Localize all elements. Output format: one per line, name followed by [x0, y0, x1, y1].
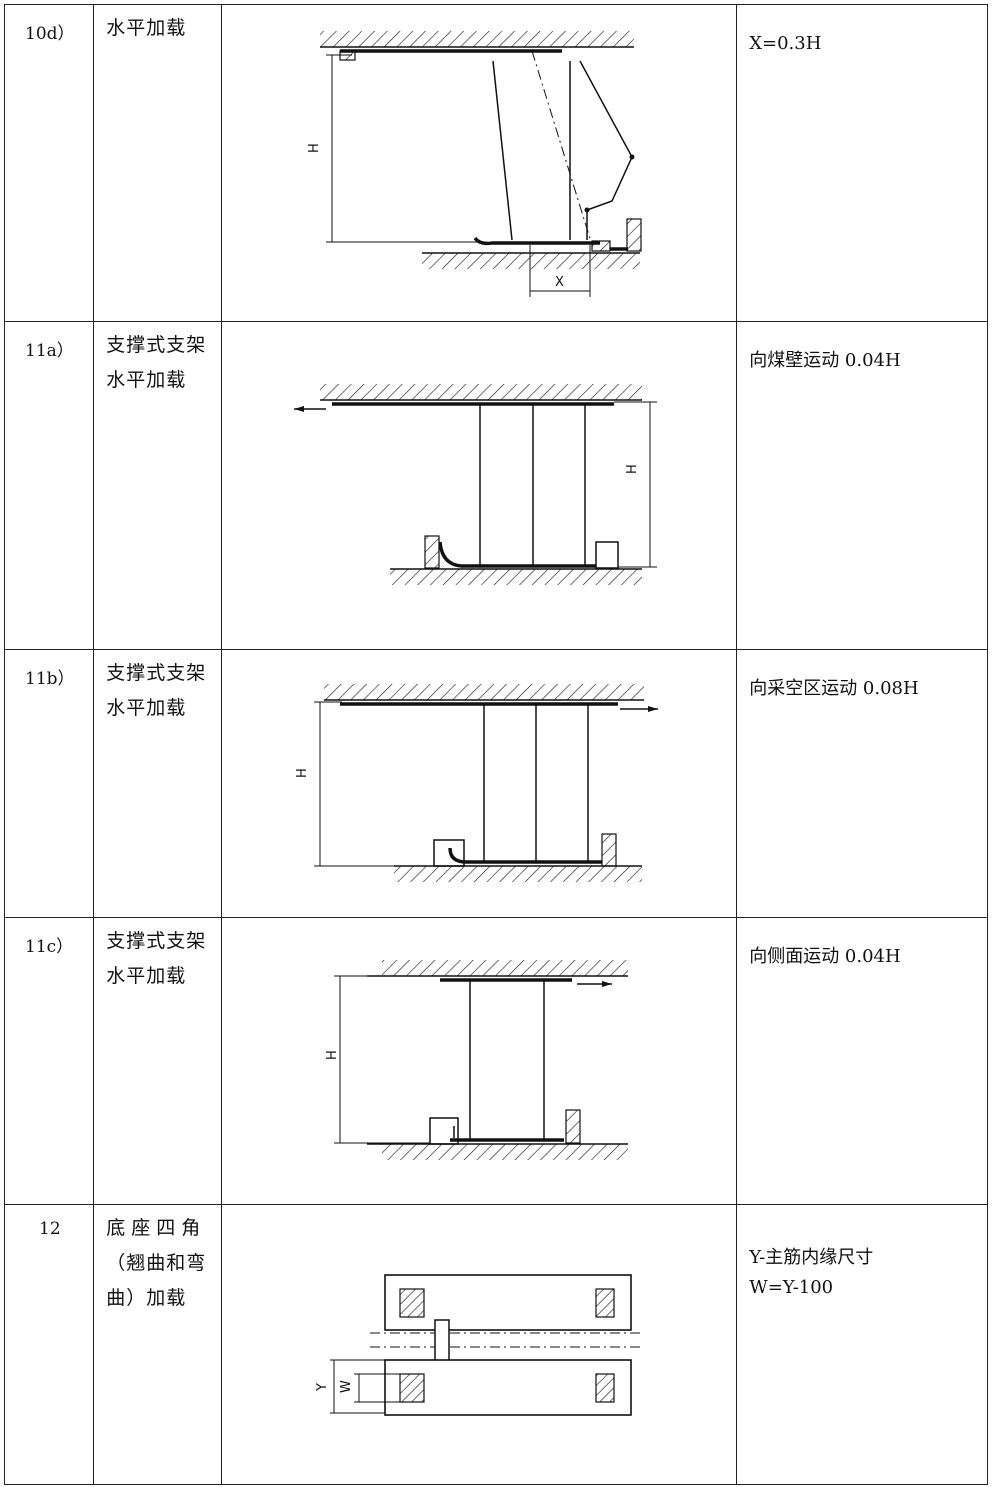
- row-number: 12: [39, 1219, 61, 1239]
- table-row: 10d） 水平加载: [3, 4, 988, 322]
- figure-cell: H: [220, 649, 738, 918]
- row-description: 底座四角 （翘曲和弯曲）加载: [94, 1205, 220, 1316]
- row-number-cell: 10d）: [3, 4, 95, 322]
- corner-pad: [399, 1373, 425, 1403]
- base: [437, 541, 602, 568]
- shield-linkage: [578, 60, 633, 240]
- note-line: 向采空区运动 0.08H: [749, 678, 919, 699]
- table-row: 12 底座四角 （翘曲和弯曲）加载: [3, 1204, 988, 1485]
- row-number: 11c）: [25, 937, 74, 957]
- note-line: 向煤壁运动 0.04H: [749, 350, 901, 371]
- height-label: H: [307, 143, 322, 153]
- row-description: 水平加载: [94, 5, 220, 46]
- corner-pad: [399, 1288, 425, 1318]
- height-label: H: [295, 768, 310, 778]
- note-cell: 向采空区运动 0.08H: [736, 649, 988, 918]
- base: [473, 236, 600, 246]
- floor-hatch: [393, 866, 642, 882]
- row-note: Y-主筋内缘尺寸 W=Y-100: [737, 1205, 987, 1303]
- description-cell: 支撑式支架水平加载: [93, 649, 222, 918]
- row-number-cell: 11c）: [3, 917, 95, 1205]
- description-cell: 支撑式支架水平加载: [93, 321, 222, 650]
- description-line: 水平加载: [106, 697, 187, 719]
- support-diagram-11c: H: [222, 918, 737, 1203]
- description-line: 底座四角: [106, 1217, 207, 1239]
- pad-block: [594, 541, 619, 569]
- note-line: W=Y-100: [749, 1277, 834, 1298]
- roof-hatch: [381, 960, 628, 976]
- roof-hatch: [319, 384, 642, 400]
- row-description: 支撑式支架水平加载: [94, 650, 220, 726]
- stop-block: [601, 833, 617, 867]
- note-cell: 向侧面运动 0.04H: [736, 917, 988, 1205]
- description-cell: 支撑式支架水平加载: [93, 917, 222, 1205]
- y-label: Y: [315, 1383, 330, 1392]
- row-number-cell: 12: [3, 1204, 95, 1485]
- description-line: 支撑式支架: [106, 930, 207, 952]
- description-line: 水平加载: [106, 369, 187, 391]
- row-note: 向煤壁运动 0.04H: [737, 322, 987, 376]
- description-line: 曲）加载: [106, 1287, 187, 1309]
- support-diagram-10d: H X: [222, 5, 737, 320]
- stop-block: [626, 218, 642, 252]
- description-line: 水平加载: [106, 17, 187, 39]
- row-description: 支撑式支架水平加载: [94, 918, 220, 994]
- row-number: 11a）: [25, 341, 74, 361]
- description-line: 支撑式支架: [106, 662, 207, 684]
- support-diagram-11a: H: [222, 322, 737, 648]
- height-label: H: [625, 464, 640, 474]
- note-cell: X=0.3H: [736, 4, 988, 322]
- note-line: X=0.3H: [749, 33, 822, 54]
- row-note: 向采空区运动 0.08H: [737, 650, 987, 704]
- row-number-cell: 11b）: [3, 649, 95, 918]
- base-plate-lower: [383, 1359, 632, 1416]
- spec-table: 10d） 水平加载: [3, 4, 988, 1485]
- note-line: 向侧面运动 0.04H: [749, 946, 901, 967]
- base: [447, 847, 602, 864]
- roof-hatch: [323, 684, 644, 700]
- description-line: 水平加载: [106, 965, 187, 987]
- corner-pad: [595, 1288, 615, 1318]
- figure-cell: H: [220, 321, 738, 650]
- base-plate-upper: [383, 1274, 632, 1331]
- note-cell: Y-主筋内缘尺寸 W=Y-100: [736, 1204, 988, 1485]
- roof-hatch: [319, 31, 634, 48]
- row-note: X=0.3H: [737, 5, 987, 59]
- description-line: （翘曲和弯: [106, 1252, 207, 1274]
- figure-cell: H: [220, 917, 738, 1205]
- stop-block: [565, 1109, 581, 1144]
- note-line: Y-主筋内缘尺寸: [749, 1247, 874, 1268]
- centerline: [531, 50, 593, 246]
- row-number: 10d）: [25, 24, 75, 44]
- corner-pad: [595, 1373, 615, 1403]
- x-label: X: [555, 275, 564, 290]
- floor-hatch: [389, 569, 642, 585]
- row-note: 向侧面运动 0.04H: [737, 918, 987, 972]
- base-plan-diagram-12: Y W: [222, 1205, 737, 1483]
- table-row: 11b） 支撑式支架水平加载: [3, 649, 988, 918]
- floor-hatch: [421, 252, 640, 269]
- description-cell: 底座四角 （翘曲和弯曲）加载: [93, 1204, 222, 1485]
- height-label: H: [325, 1050, 340, 1060]
- stop-block: [424, 535, 440, 569]
- floor-hatch: [381, 1144, 628, 1160]
- note-cell: 向煤壁运动 0.04H: [736, 321, 988, 650]
- leg: [491, 60, 513, 241]
- row-description: 支撑式支架水平加载: [94, 322, 220, 398]
- table-row: 11c） 支撑式支架水平加载: [3, 917, 988, 1205]
- figure-cell: Y W: [220, 1204, 738, 1485]
- w-label: W: [339, 1380, 354, 1393]
- description-cell: 水平加载: [93, 4, 222, 322]
- support-diagram-11b: H: [222, 650, 737, 916]
- row-number: 11b）: [25, 669, 75, 689]
- figure-cell: H X: [220, 4, 738, 322]
- row-number-cell: 11a）: [3, 321, 95, 650]
- description-line: 支撑式支架: [106, 334, 207, 356]
- table-row: 11a） 支撑式支架水平加载: [3, 321, 988, 650]
